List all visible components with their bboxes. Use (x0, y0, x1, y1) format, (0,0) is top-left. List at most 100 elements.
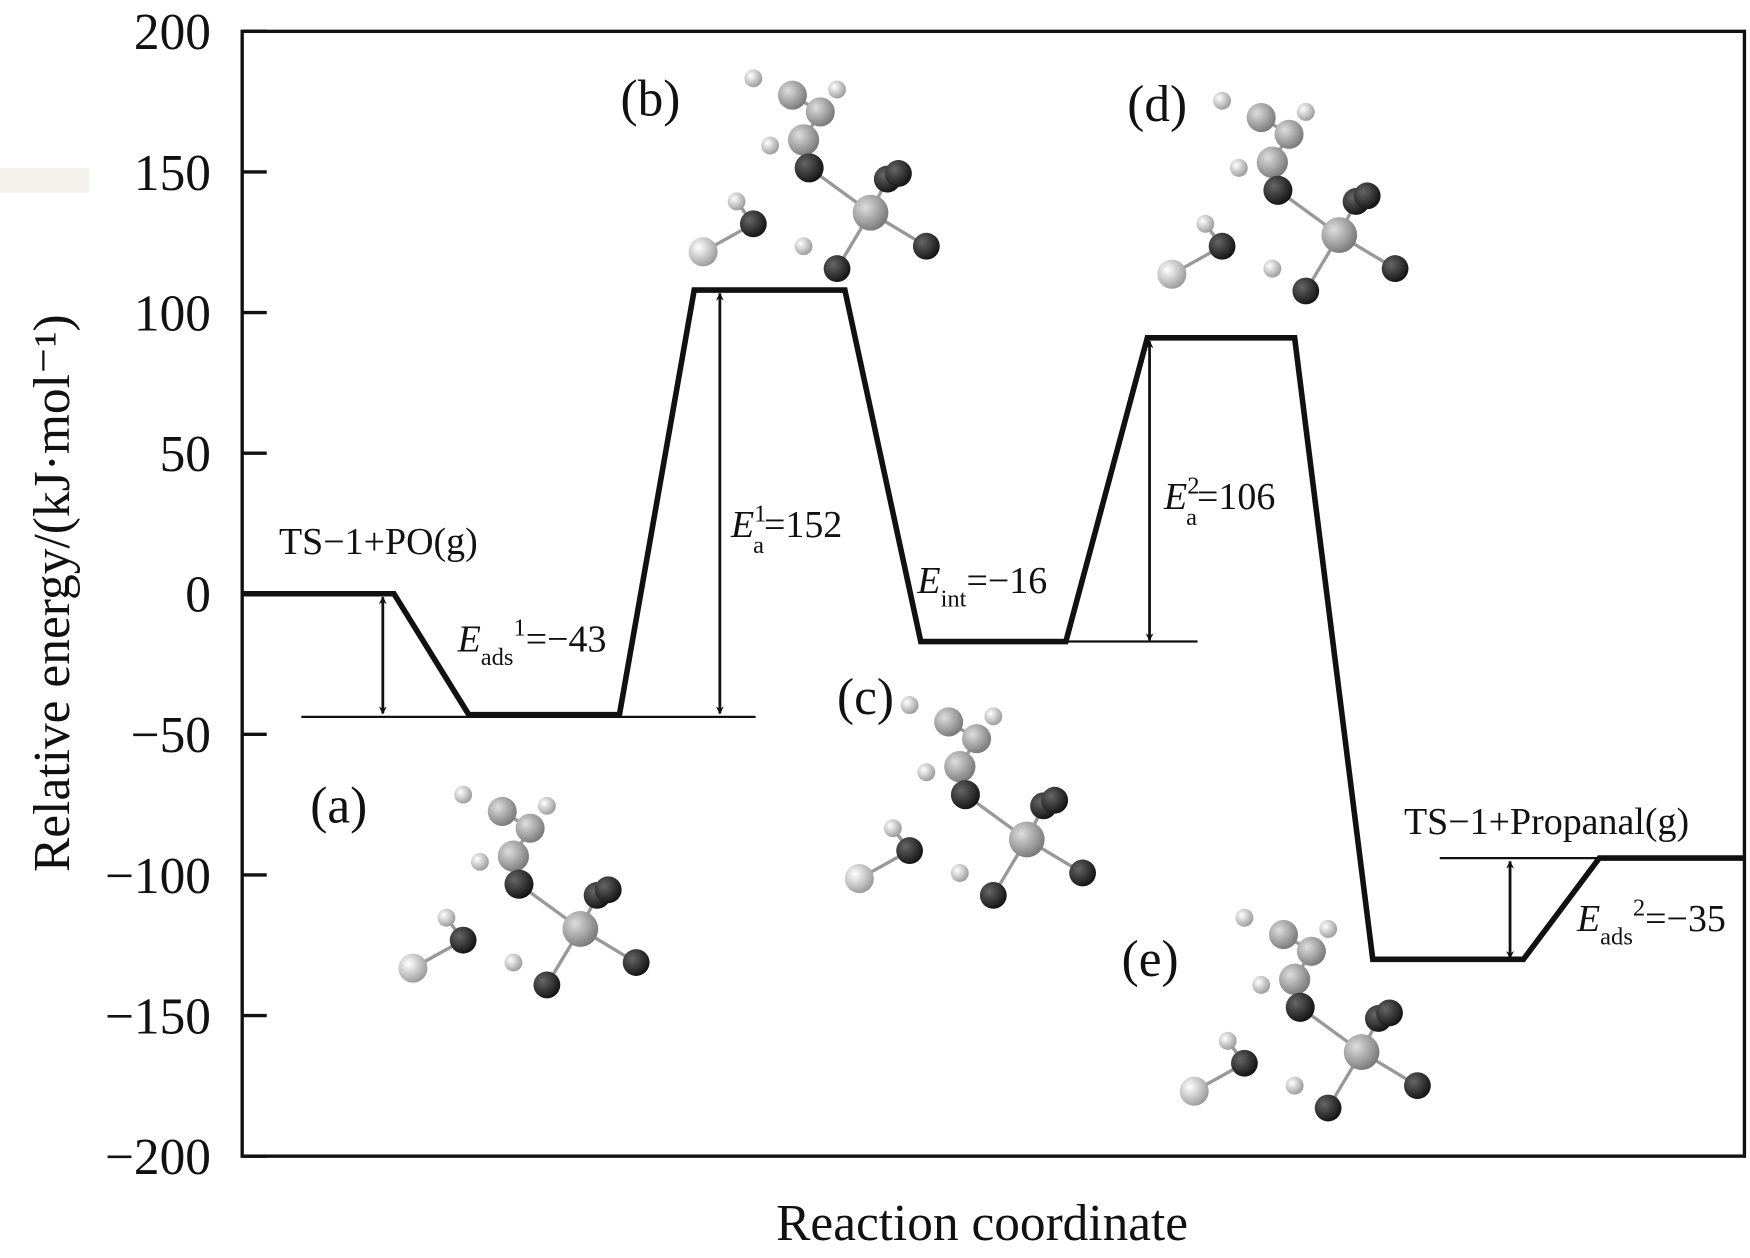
atom (470, 852, 489, 871)
atom (794, 237, 813, 256)
atom (962, 724, 992, 754)
atom (437, 908, 456, 927)
atom (984, 707, 1003, 726)
atom (950, 780, 980, 810)
atom (1213, 91, 1232, 110)
atom (1218, 1031, 1237, 1050)
atom (979, 881, 1007, 909)
molecule-e (1179, 908, 1431, 1122)
state-label-c: (c) (837, 669, 894, 726)
atom (688, 237, 718, 267)
atom (885, 160, 912, 187)
atom (454, 785, 473, 804)
molecule-d (1157, 91, 1409, 305)
atom (828, 80, 846, 99)
atom (934, 707, 964, 737)
atom (1268, 919, 1298, 950)
atom (1292, 277, 1320, 305)
atom (777, 80, 807, 110)
atom (823, 255, 851, 283)
atom (1229, 158, 1248, 177)
atom (950, 864, 969, 882)
atom (1246, 102, 1276, 133)
molecule-c (844, 696, 1096, 909)
molecule-b (688, 69, 940, 283)
atom (944, 750, 976, 783)
atom (1263, 175, 1293, 205)
atom (1231, 1049, 1258, 1077)
atom (739, 210, 767, 238)
atom (912, 232, 940, 260)
atom (1343, 1034, 1380, 1070)
atom (1008, 821, 1045, 858)
y-tick-label: 200 (134, 4, 211, 61)
atom (1285, 992, 1315, 1022)
atom (1263, 259, 1282, 278)
annotation-eads1: Eads1=−43 (457, 615, 607, 671)
state-label-b: (b) (621, 70, 681, 127)
atom (805, 97, 835, 127)
atom (533, 971, 561, 999)
atom (1196, 214, 1215, 233)
energy-path (242, 287, 1745, 963)
atom (594, 876, 622, 904)
atom (622, 949, 650, 976)
atom (852, 194, 889, 231)
y-tick-label: 150 (134, 145, 211, 202)
atom (497, 840, 530, 872)
atom (449, 926, 477, 954)
atom (1256, 146, 1288, 178)
atom (1353, 182, 1381, 210)
annotation-eads2: Eads2=−35 (1576, 894, 1726, 950)
atom (896, 837, 923, 865)
atom (562, 911, 599, 947)
atom (1285, 1076, 1304, 1095)
molecule-structures (398, 69, 1431, 1122)
state-label-a: (a) (310, 778, 367, 835)
state-label-d: (d) (1127, 76, 1187, 133)
y-tick-label: 100 (134, 285, 211, 342)
atom (1319, 919, 1338, 938)
atom (1279, 963, 1311, 995)
atom (1235, 908, 1254, 927)
atom (883, 819, 902, 838)
atom (1274, 119, 1304, 149)
y-tick-label: −150 (105, 988, 211, 1045)
y-tick-label: −200 (105, 1129, 211, 1186)
atom (487, 796, 517, 826)
y-tick-label: 50 (160, 426, 211, 483)
background-artifact (0, 167, 90, 193)
atom (794, 153, 824, 183)
atom (917, 763, 936, 782)
annotation-eint: Eint=−16 (916, 560, 1047, 612)
state-label-start: TS−1+PO(g) (279, 521, 478, 563)
atom (900, 696, 919, 715)
atom (787, 124, 820, 156)
atom (1314, 1094, 1342, 1122)
atom (1041, 786, 1069, 814)
atom (844, 864, 874, 894)
atom (515, 813, 545, 843)
atom (1381, 255, 1409, 283)
y-tick-label: −100 (105, 848, 211, 905)
atom (1179, 1076, 1209, 1106)
atom (744, 69, 763, 88)
atom (1404, 1072, 1431, 1100)
x-axis-label: Reaction coordinate (776, 1195, 1188, 1252)
y-tick-label: −50 (131, 707, 211, 764)
atom (1252, 975, 1271, 994)
y-tick-label: 0 (185, 567, 211, 624)
atom (398, 953, 428, 983)
atom (1069, 859, 1096, 887)
atom (727, 192, 746, 211)
molecule-a (398, 785, 650, 999)
atom (1321, 217, 1358, 253)
atom (1376, 999, 1403, 1027)
y-axis-label: Relative energy/(kJ·mol⁻¹) (24, 314, 81, 872)
atom (1157, 259, 1187, 289)
atom (761, 136, 780, 155)
atom (1296, 102, 1315, 121)
